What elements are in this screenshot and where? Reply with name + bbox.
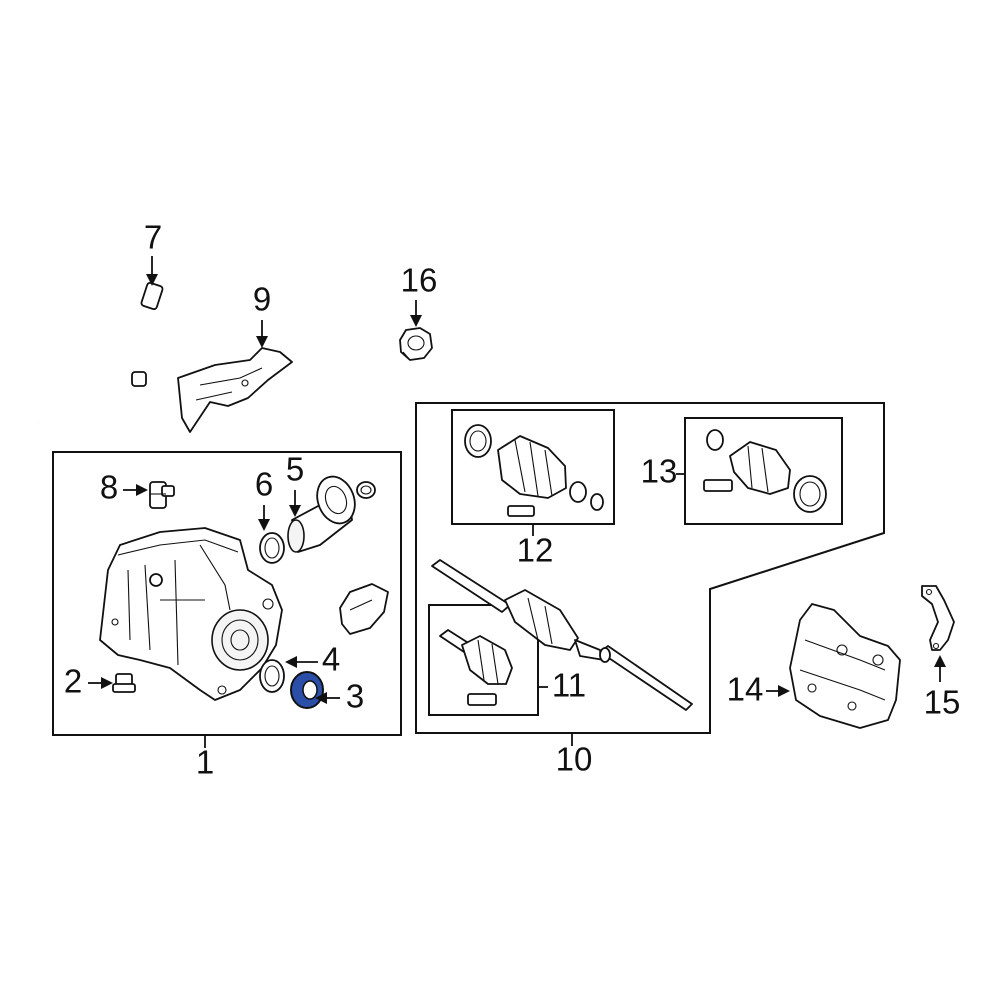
part-10-axle-shaft[interactable] [431,559,693,711]
part-14-bracket[interactable] [789,603,901,729]
part-16-nut[interactable] [399,327,433,361]
part-9-shield[interactable] [177,347,293,433]
part-5-extension-housing[interactable] [287,471,376,553]
callout-14: 14 [727,671,764,708]
callout-11: 11 [552,667,586,704]
part-1-differential-housing[interactable] [99,527,283,701]
callout-6: 6 [255,466,273,503]
callout-13: 13 [641,453,678,490]
part-8-sensor[interactable] [149,481,175,509]
part-15-strap[interactable] [921,585,955,651]
callout-15: 15 [924,684,961,721]
callout-2: 2 [64,663,82,700]
leader-7 [146,256,158,286]
part-6-seal[interactable] [259,532,285,564]
leader-8 [123,484,148,496]
leader-16 [410,300,422,327]
leader-5 [289,490,301,517]
callout-7: 7 [144,219,162,256]
callout-4: 4 [322,641,340,678]
group-box-1 [52,451,402,736]
group-box-10 [415,402,885,734]
leader-6 [258,505,270,531]
callout-12: 12 [517,532,554,569]
part-2-plug[interactable] [112,673,136,693]
part-3-seal-highlighted[interactable] [290,671,324,709]
leader-14 [766,685,790,697]
sub-box-11 [428,604,539,716]
part-7-hose[interactable] [39,281,164,427]
callout-1: 1 [196,744,214,781]
callout-5: 5 [286,451,304,488]
callout-3: 3 [346,678,364,715]
part-4-seal[interactable] [259,659,285,693]
leader-3 [315,692,340,704]
part-cover[interactable] [339,583,389,635]
sub-box-13 [684,417,843,525]
leader-2 [88,677,113,689]
part-13-boot-kit[interactable] [703,429,827,513]
callout-8: 8 [100,469,118,506]
part-12-boot-kit[interactable] [464,424,604,517]
callout-9: 9 [253,281,271,318]
part-11-joint-kit[interactable] [439,629,513,706]
callout-16: 16 [401,262,438,299]
leader-4 [285,656,318,668]
callout-10: 10 [556,741,593,778]
leader-9 [256,320,268,348]
leader-15 [934,655,946,682]
